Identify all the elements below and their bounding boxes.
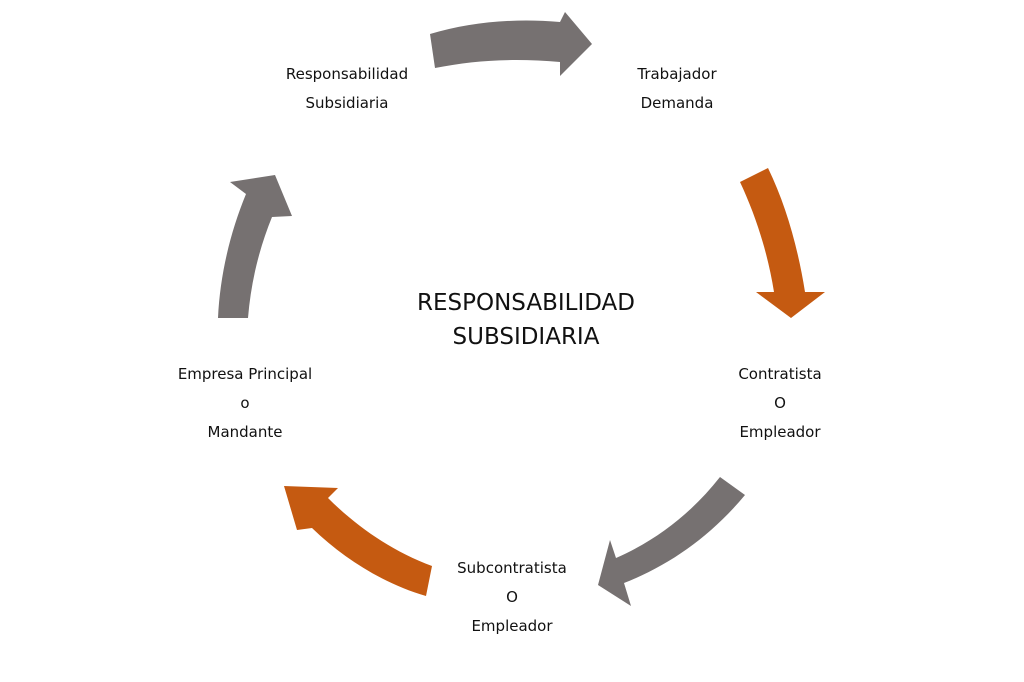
arrow-contratista-to-subcontratista [598, 477, 745, 606]
node-label-line: Contratista [738, 365, 822, 383]
node-label-line: O [506, 588, 518, 606]
node-label-line: Subsidiaria [305, 94, 389, 112]
arrow-subcontratista-to-empresa [284, 486, 432, 596]
node-label-line: Responsabilidad [285, 65, 409, 83]
node-label-line: Empleador [739, 423, 821, 441]
node-responsabilidad-subsidiaria: Responsabilidad Subsidiaria [247, 60, 447, 118]
arrow-responsabilidad-to-trabajador [430, 12, 592, 76]
arrow-empresa-to-responsabilidad [218, 175, 292, 318]
node-label-line: Mandante [207, 423, 283, 441]
node-label-line: O [774, 394, 786, 412]
node-subcontratista-empleador: Subcontratista O Empleador [412, 554, 612, 641]
node-label-line: Subcontratista [457, 559, 567, 577]
node-label-line: Empresa Principal [177, 365, 313, 383]
node-trabajador-demanda: Trabajador Demanda [577, 60, 777, 118]
diagram-title: RESPONSABILIDAD SUBSIDIARIA [376, 286, 676, 354]
diagram-title-line-1: RESPONSABILIDAD [417, 290, 635, 316]
arrow-trabajador-to-contratista [740, 168, 825, 318]
diagram-title-line-2: SUBSIDIARIA [452, 324, 600, 350]
node-empresa-principal-mandante: Empresa Principal o Mandante [145, 360, 345, 447]
node-label-line: Demanda [640, 94, 714, 112]
node-label-line: o [240, 394, 250, 412]
node-contratista-empleador: Contratista O Empleador [680, 360, 880, 447]
node-label-line: Trabajador [637, 65, 717, 83]
node-label-line: Empleador [471, 617, 553, 635]
